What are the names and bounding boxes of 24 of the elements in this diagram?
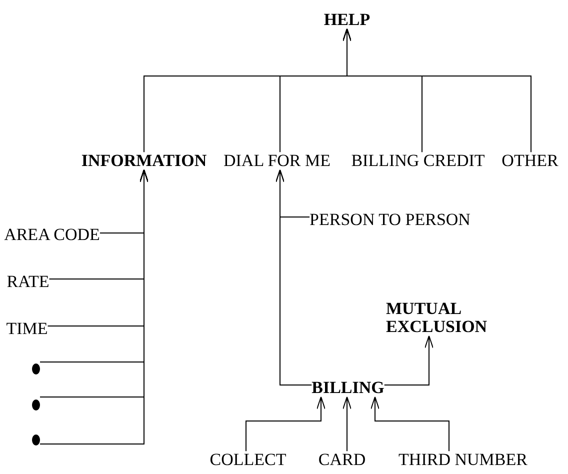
arrow (342, 396, 352, 452)
category-label: INFORMATION (81, 152, 207, 170)
category-label: BILLING CREDIT (351, 152, 485, 170)
arrow (276, 169, 312, 386)
subcategory-label: BILLING (312, 379, 384, 397)
item-label: RATE (6, 273, 50, 291)
bullet-dot (32, 364, 40, 374)
option-label: CARD (318, 451, 366, 469)
arrow (246, 396, 326, 452)
arrow (342, 28, 532, 153)
category-label: DIAL FOR ME (223, 152, 331, 170)
arrow (370, 396, 450, 452)
option-label: THIRD NUMBER (398, 451, 528, 469)
item-label: PERSON TO PERSON (310, 211, 470, 229)
item-label: AREA CODE (4, 226, 100, 244)
arrow (40, 169, 148, 444)
bullet-dot (32, 434, 40, 446)
item-label: TIME (6, 320, 48, 338)
constraint-label: MUTUAL EXCLUSION (386, 300, 486, 336)
option-label: COLLECT (210, 451, 286, 469)
root-label: HELP (324, 11, 370, 29)
arrow (384, 335, 434, 386)
category-label: OTHER (502, 152, 558, 170)
bullet-dot (32, 400, 40, 410)
